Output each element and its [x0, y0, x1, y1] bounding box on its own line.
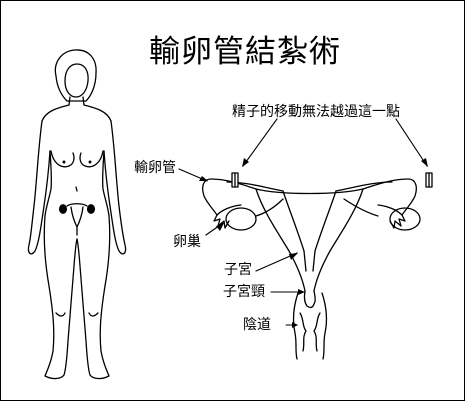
right-ovarian-ligament [344, 199, 378, 216]
diagram-title: 輸卵管結紮術 [149, 37, 341, 68]
uterus-outer-outline [256, 189, 363, 291]
left-ovarian-ligament [256, 199, 283, 216]
figure-nipple-right [89, 161, 91, 163]
figure-torso-right [103, 151, 109, 216]
figure-face [65, 64, 88, 97]
figure-left-arm [28, 121, 50, 254]
sperm-block-pointer-left [243, 119, 277, 166]
figure-organ-marker [60, 204, 95, 235]
figure-knee-left [56, 313, 65, 316]
right-fallopian-tube-inner [336, 182, 392, 191]
vagina-rugae-right [314, 313, 320, 351]
uterus-fundus [256, 189, 363, 194]
figure-neck-right [83, 97, 84, 105]
figure-left-leg [44, 216, 77, 379]
figure-right-arm [104, 121, 126, 254]
figure-knee-right [89, 313, 98, 316]
figure-navel [76, 187, 77, 191]
cervix-label: 子宮頸 [223, 285, 265, 299]
figure-right-leg [77, 216, 110, 379]
figure-shoulders [42, 105, 111, 121]
left-ovary [226, 208, 256, 230]
right-ligation-clip [426, 173, 432, 187]
right-tube-lower [378, 205, 402, 215]
figure-hair [55, 50, 96, 101]
sperm-block-pointer-right [396, 119, 427, 166]
vagina-label: 陰道 [243, 318, 271, 332]
cervix-outline [304, 291, 315, 307]
vagina-arrowhead [292, 322, 298, 328]
figure-ovary-right-mark [88, 205, 95, 213]
vagina-rugae-left [300, 313, 306, 351]
figure-nipple-left [63, 161, 65, 163]
label-pointers [179, 119, 427, 325]
ovary-label: 卵巢 [173, 235, 201, 249]
right-fimbriae [390, 215, 405, 228]
figure-breast-right [80, 151, 103, 167]
figure-uterus-mark [67, 204, 87, 227]
figure-breast-left [51, 151, 74, 167]
uterus-label: 子宮 [224, 263, 252, 277]
female-figure [28, 50, 125, 379]
figure-torso-left [45, 151, 51, 216]
fallopian-tube-label: 輸卵管 [134, 161, 176, 175]
figure-neck-left [69, 97, 70, 105]
left-ligation-clip [232, 173, 238, 187]
vagina-outline [294, 293, 327, 359]
figure-ovary-left-mark [60, 205, 67, 213]
sperm-block-label: 精子的移動無法越過這一點 [232, 105, 400, 119]
left-tube-lower [217, 205, 241, 215]
